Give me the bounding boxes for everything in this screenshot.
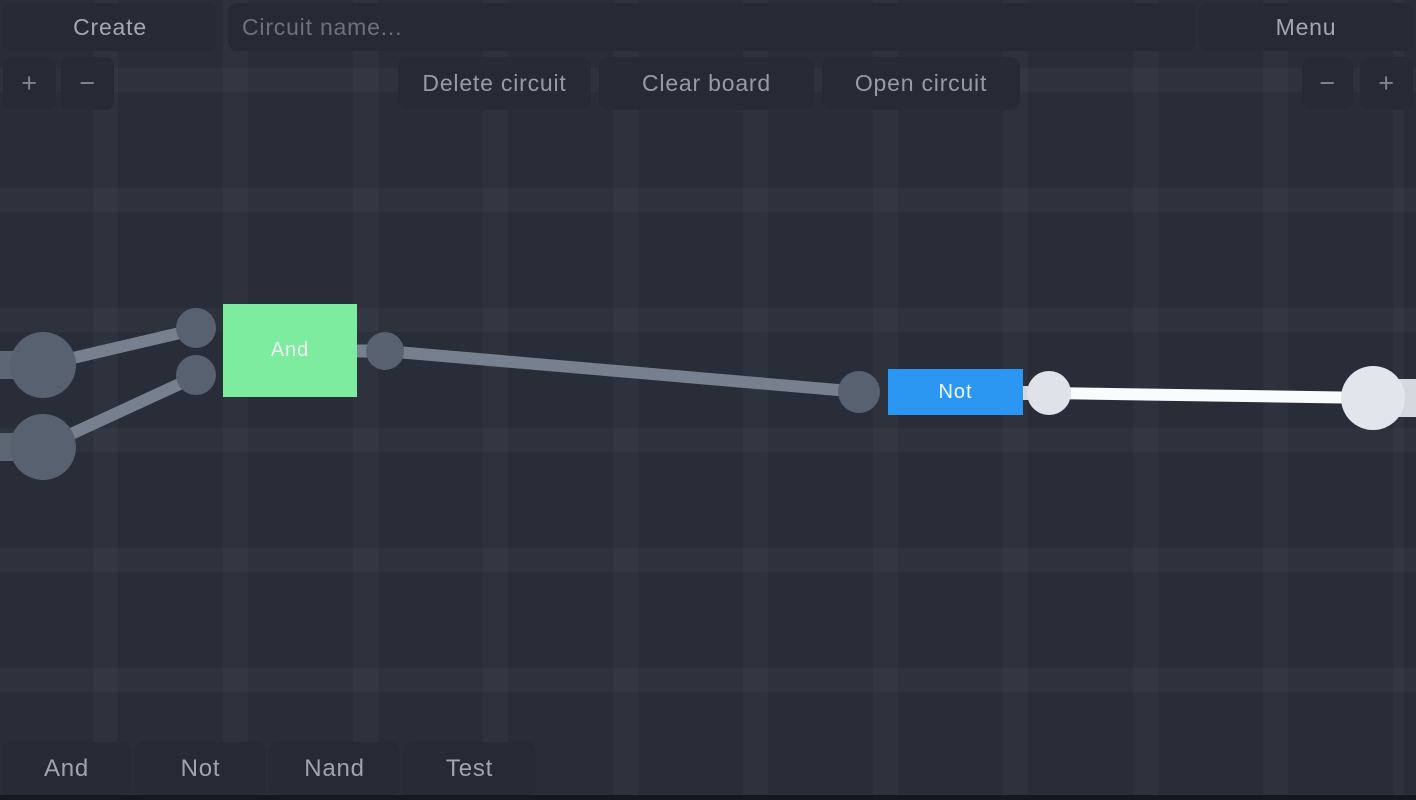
input-terminal-2[interactable] [10,414,76,480]
palette-item-not[interactable]: Not [135,742,266,796]
and-gate-label: And [270,339,310,361]
delete-circuit-button[interactable]: Delete circuit [398,57,591,110]
menu-button[interactable]: Menu [1199,3,1413,51]
circuit-name-input[interactable] [228,3,1196,51]
and-output-node[interactable] [366,332,404,370]
create-button[interactable]: Create [3,3,217,51]
zoom-in-right-button[interactable]: + [1360,57,1413,110]
not-gate[interactable]: Not [888,369,1023,415]
open-circuit-button[interactable]: Open circuit [822,57,1020,110]
palette-item-test[interactable]: Test [403,742,536,796]
and-gate[interactable]: And [223,304,357,397]
bottom-edge-strip [0,795,1416,800]
wire-not-to-output[interactable] [1048,387,1375,404]
zoom-out-right-button[interactable]: − [1302,57,1353,110]
zoom-out-left-button[interactable]: − [61,57,114,110]
and-input-node-1[interactable] [176,308,216,348]
palette-item-nand[interactable]: Nand [269,742,400,796]
clear-board-button[interactable]: Clear board [599,57,814,110]
not-gate-label: Not [938,380,973,403]
zoom-in-left-button[interactable]: + [3,57,56,110]
palette-item-and[interactable]: And [2,742,131,796]
output-terminal[interactable] [1341,366,1405,430]
and-input-node-2[interactable] [176,355,216,395]
input-terminal-1[interactable] [10,332,76,398]
wire-and-to-not[interactable] [384,345,862,398]
not-output-node[interactable] [1027,371,1071,415]
not-input-node[interactable] [838,371,880,413]
